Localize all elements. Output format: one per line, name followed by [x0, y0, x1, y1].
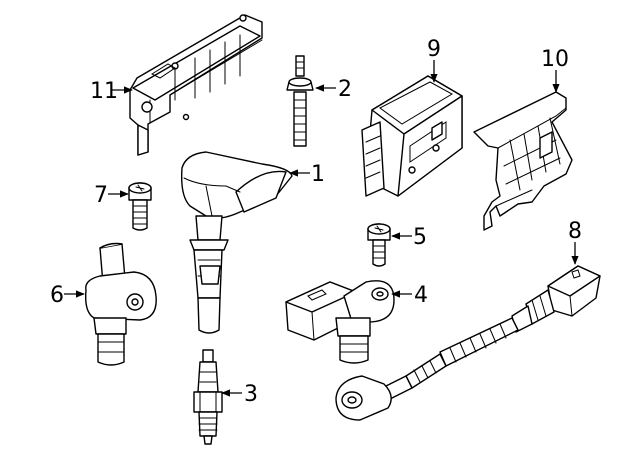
coil-bracket-part [129, 14, 263, 156]
callout-8-label: 8 [568, 219, 582, 244]
camshaft-sensor-part [285, 280, 395, 364]
callout-3-label: 3 [244, 382, 258, 407]
stud-bolt-part [286, 55, 314, 147]
crankshaft-sensor-part [84, 242, 157, 366]
sensor-bolt-part [128, 182, 152, 231]
spark-plug-part [193, 349, 223, 445]
ecm-part [361, 75, 463, 197]
ecm-bracket-part [473, 91, 573, 231]
callout-10-label: 10 [541, 47, 569, 72]
callout-7-label: 7 [94, 183, 108, 208]
callout-5-label: 5 [413, 225, 427, 250]
ignition-coil-part [180, 151, 293, 334]
callout-2-label: 2 [338, 77, 352, 102]
callout-1-label: 1 [311, 162, 325, 187]
callout-9-label: 9 [427, 37, 441, 62]
callout-4-label: 4 [414, 283, 428, 308]
knock-sensor-part [335, 265, 601, 421]
callout-11-label: 11 [90, 79, 118, 104]
callout-6-label: 6 [50, 283, 64, 308]
mounting-bolt-part [367, 223, 391, 267]
